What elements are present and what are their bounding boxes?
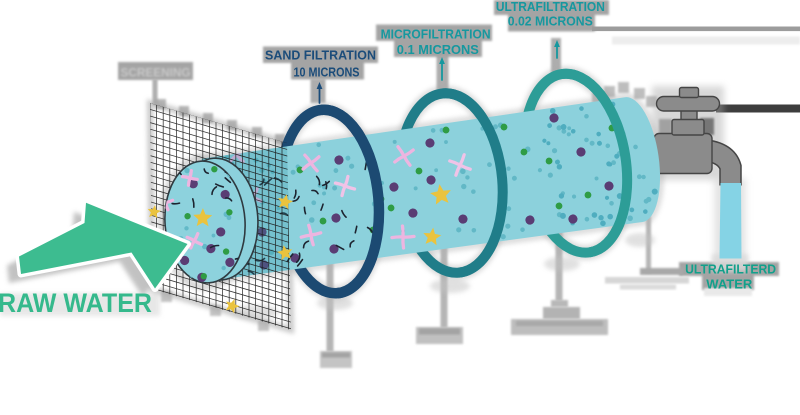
- svg-text:ULTRAFILTERD: ULTRAFILTERD: [685, 262, 776, 277]
- svg-text:SAND FILTRATION: SAND FILTRATION: [265, 48, 376, 63]
- svg-text:SCREENING: SCREENING: [121, 66, 191, 80]
- svg-text:MICROFILTRATION: MICROFILTRATION: [381, 27, 491, 42]
- svg-text:RAW WATER: RAW WATER: [0, 288, 152, 318]
- svg-text:ULTRAFILTRATION: ULTRAFILTRATION: [496, 0, 605, 14]
- svg-text:WATER: WATER: [706, 277, 753, 292]
- svg-text:10 MICRONS: 10 MICRONS: [294, 65, 360, 80]
- svg-text:0.02 MICRONS: 0.02 MICRONS: [508, 14, 593, 29]
- svg-text:0.1 MICRONS: 0.1 MICRONS: [397, 42, 479, 57]
